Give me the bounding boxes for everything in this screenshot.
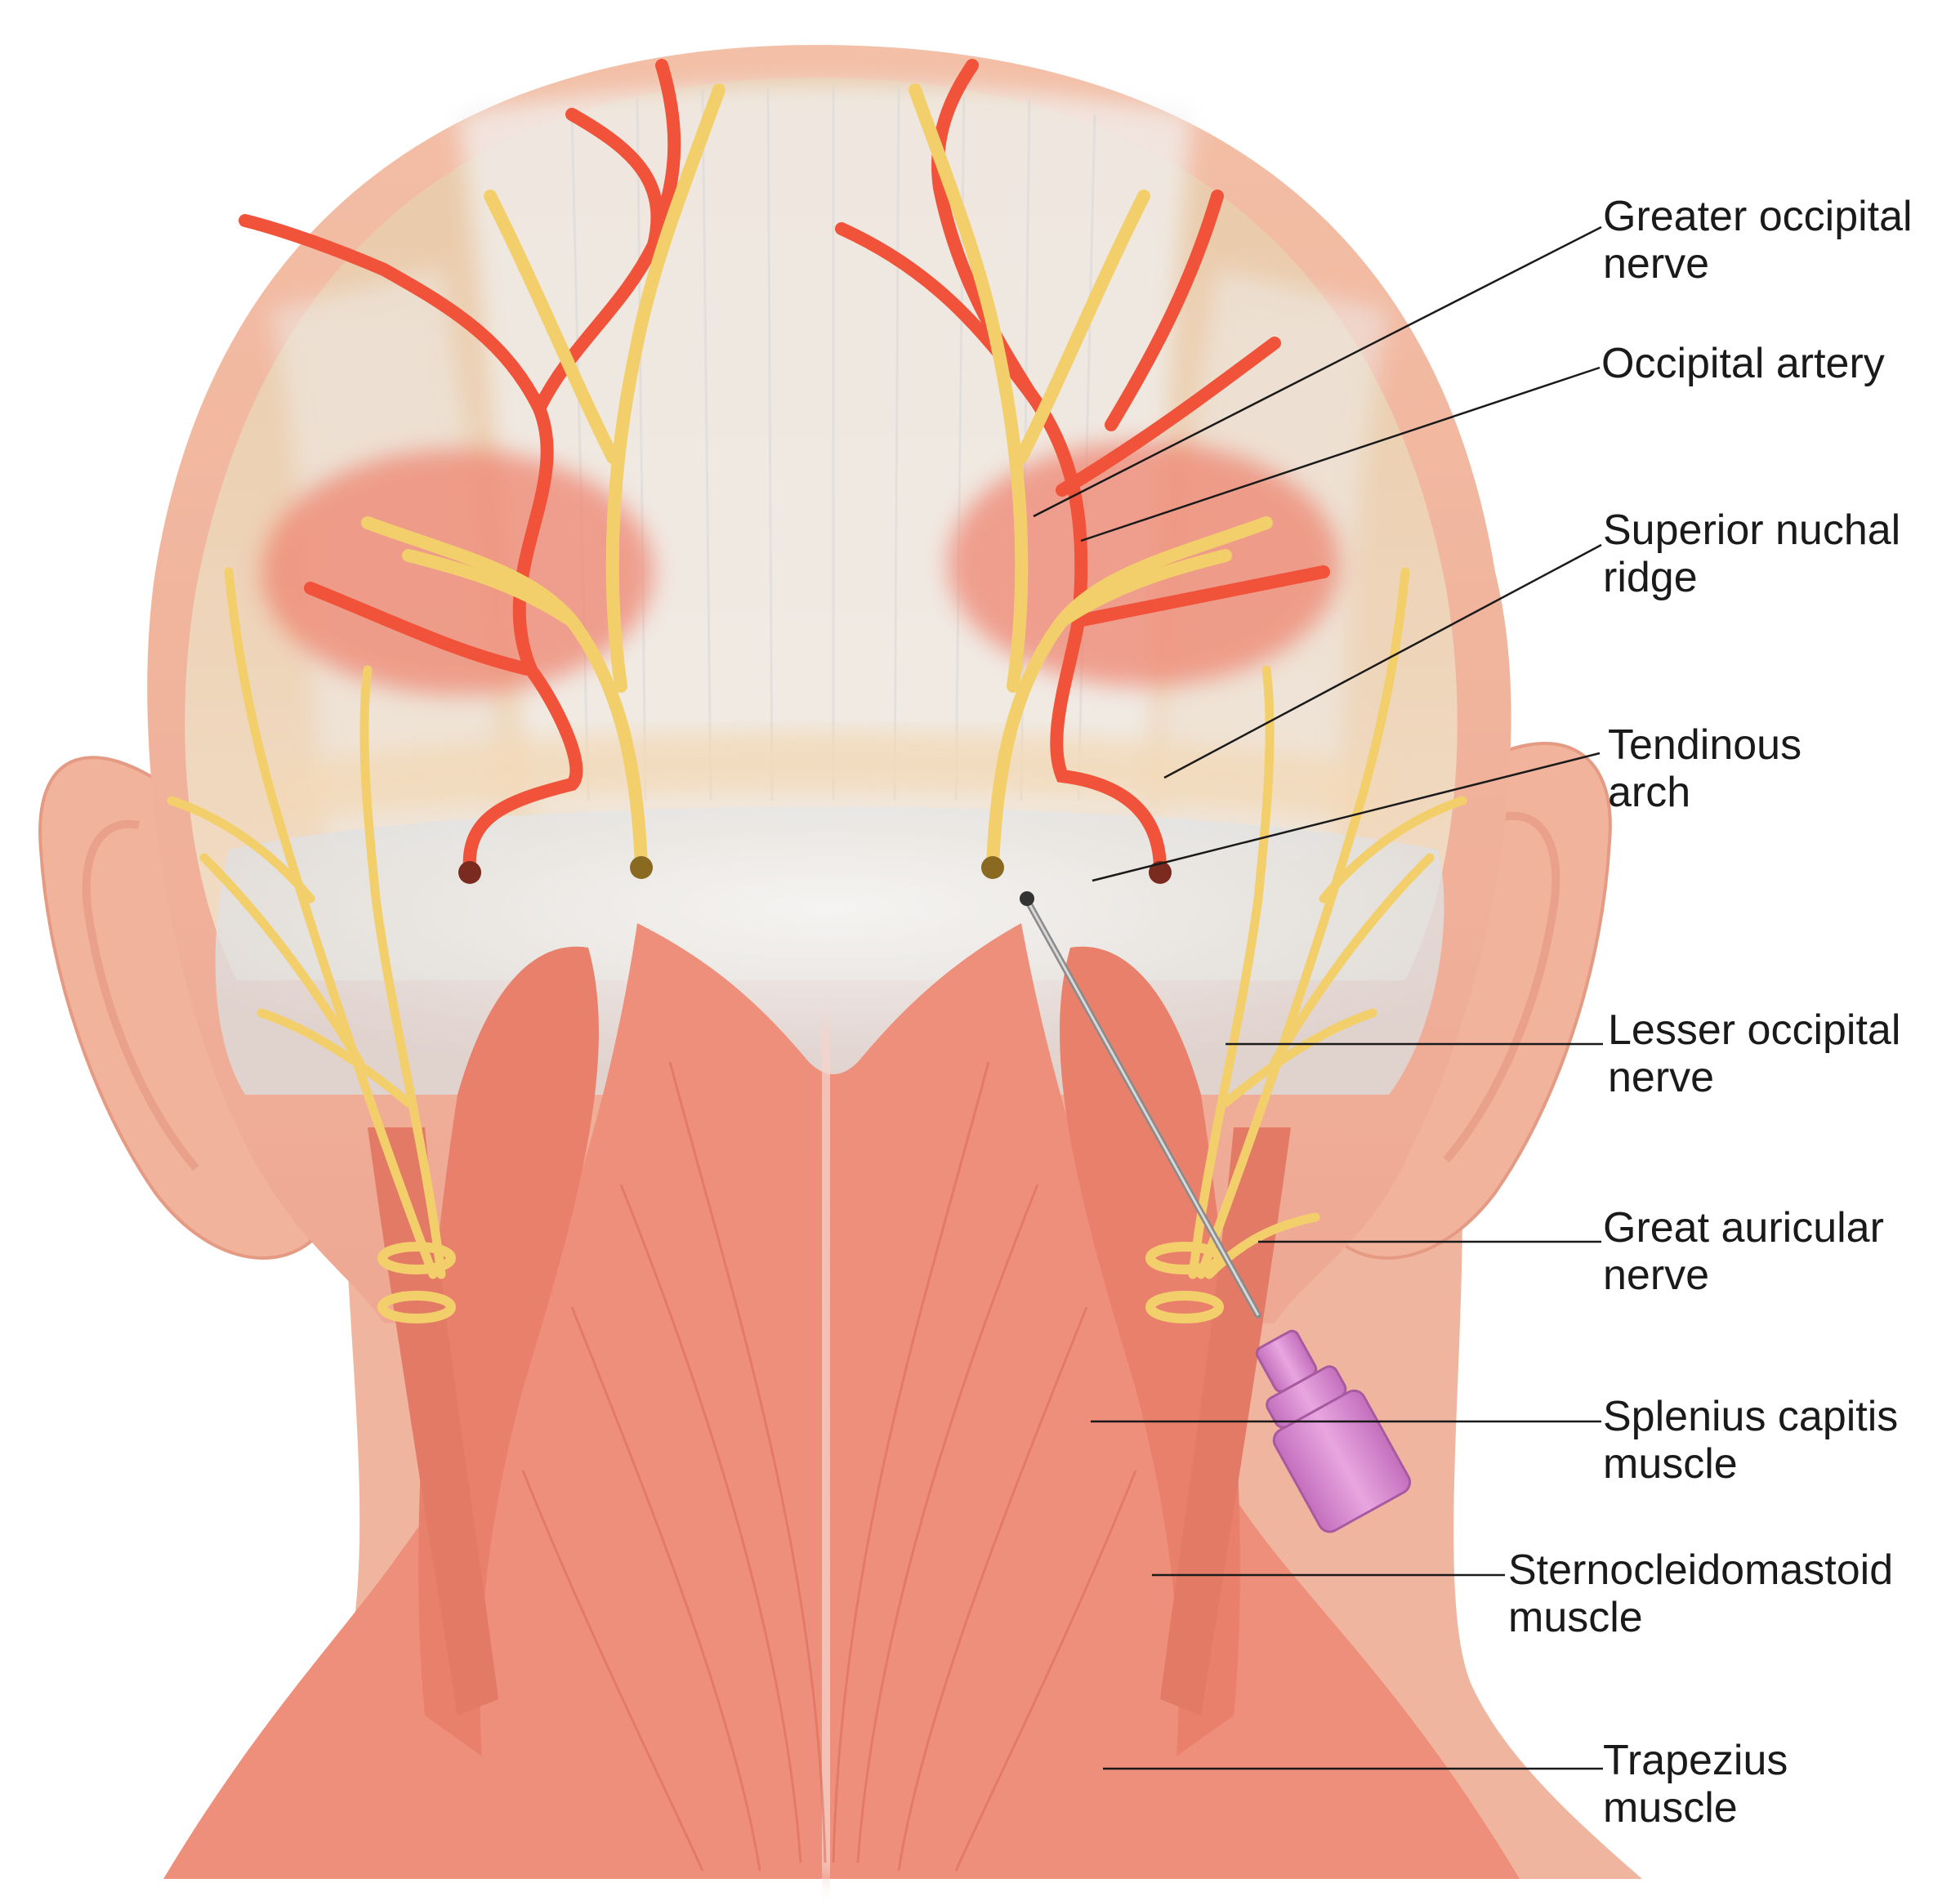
needle-hub [1255,1329,1412,1533]
label-sternocleidomastoid-muscle: Sternocleidomastoid muscle [1508,1546,1894,1641]
label-occipital-artery: Occipital artery [1601,340,1885,387]
label-trapezius-muscle: Trapezius muscle [1603,1737,1788,1832]
greater-occipital-nerve-right [909,83,1273,872]
label-superior-nuchal-ridge: Superior nuchal ridge [1603,506,1901,601]
label-tendinous-arch: Tendinous arch [1608,721,1802,816]
lesser-occipital-nerve-right [1196,567,1467,1279]
greater-occipital-nerve-left [361,83,726,872]
needle [1020,891,1412,1533]
left-scm [368,1127,498,1716]
nuchal-ridge-band [270,731,1389,825]
label-great-auricular-nerve: Great auricular nerve [1603,1204,1884,1299]
leader-lines [1033,225,1603,1770]
occipital-artery-left [239,59,681,877]
label-greater-occipital-nerve: Greater occipital nerve [1603,193,1913,288]
label-splenius-capitis-muscle: Splenius capitis muscle [1603,1393,1899,1488]
occipital-artery-right [835,59,1330,877]
lesser-occipital-nerve-left [167,567,438,1279]
great-auricular-nerve-left [257,665,446,1279]
muscle-striations [521,1061,1137,1872]
label-lesser-occipital-nerve: Lesser occipital nerve [1608,1006,1901,1101]
